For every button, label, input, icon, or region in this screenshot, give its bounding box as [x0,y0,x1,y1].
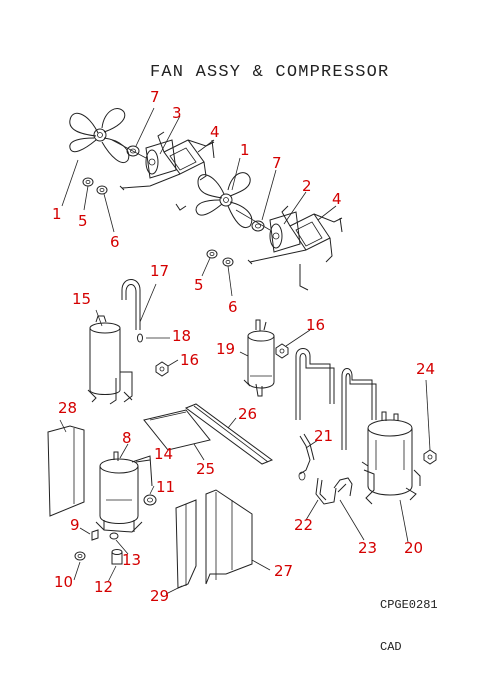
footer-cad: CAD [380,640,402,654]
callout-numbers: 7 3 4 1 7 2 4 1 5 6 17 5 15 6 16 18 19 1… [52,88,435,605]
motor-bracket-4b [247,205,343,291]
callout-1-right: 1 [240,141,250,159]
callout-18: 18 [172,327,191,345]
callout-20: 20 [404,539,423,557]
callout-8: 8 [122,429,132,447]
washer-6b [222,257,234,267]
callout-15: 15 [72,290,91,308]
callout-19: 19 [216,340,235,358]
callout-4-upper: 4 [210,123,220,141]
callout-25: 25 [196,460,215,478]
insulation-panel-26 [184,403,274,465]
callout-26: 26 [238,405,257,423]
fan-blade-2 [195,172,253,228]
callout-7-right: 7 [272,154,282,172]
receiver-19 [243,319,275,397]
bolt-9 [91,529,99,541]
callout-7-upper: 7 [150,88,160,106]
callout-21: 21 [314,427,333,445]
diagram-title: FAN ASSY & COMPRESSOR [150,63,390,82]
nut-5b [206,249,218,259]
callout-11: 11 [156,478,175,496]
grommet-11 [143,494,157,506]
motor-bracket-4a [119,131,215,211]
capillary-21 [298,433,315,481]
callout-5-center: 5 [194,276,204,294]
nut-5a [82,177,94,187]
fan-motor-3 [111,139,177,179]
nut-10 [74,551,86,561]
washer-7a [126,145,140,157]
callout-12: 12 [94,578,113,596]
accumulator-15 [87,315,133,405]
cap-18 [137,333,143,343]
callout-1-left: 1 [52,205,62,223]
callout-9: 9 [70,516,80,534]
callout-17: 17 [150,262,169,280]
callout-16-left: 16 [180,351,199,369]
partition-panel-27 [205,489,253,585]
nut-16b [275,343,289,359]
nut-24 [423,449,437,465]
fan-blade-1 [69,108,130,164]
callout-14: 14 [154,445,173,463]
callout-2: 2 [302,177,312,195]
washer-6a [96,185,108,195]
callout-24: 24 [416,360,435,378]
spacer-12 [111,549,123,565]
tube-23 [333,477,353,497]
callout-28: 28 [58,399,77,417]
callout-22: 22 [294,516,313,534]
nut-16a [155,361,169,377]
callout-6-center: 6 [228,298,238,316]
callout-23: 23 [358,539,377,557]
callout-4-right: 4 [332,190,342,208]
callout-6-left: 6 [110,233,120,251]
leader-lines [59,107,431,595]
callout-16-right: 16 [306,316,325,334]
compressor-20 [361,411,421,505]
pipe-17 [121,279,141,330]
callout-3: 3 [172,104,182,122]
insulation-panel-25 [143,409,211,451]
washer-7b [251,220,265,232]
nut-13 [109,532,119,540]
capillary-22 [315,477,337,505]
discharge-piping [295,348,377,450]
callout-27: 27 [274,562,293,580]
partition-panel-29 [175,499,197,589]
callout-5-left: 5 [78,212,88,230]
callout-10: 10 [54,573,73,591]
side-panel-28 [47,425,85,517]
callout-29: 29 [150,587,169,605]
fan-motor-2 [235,209,301,253]
compressor-8 [95,451,143,533]
pipe-14 [131,455,153,487]
callout-13: 13 [122,551,141,569]
drawing-code: CPGE0281 [380,598,438,612]
